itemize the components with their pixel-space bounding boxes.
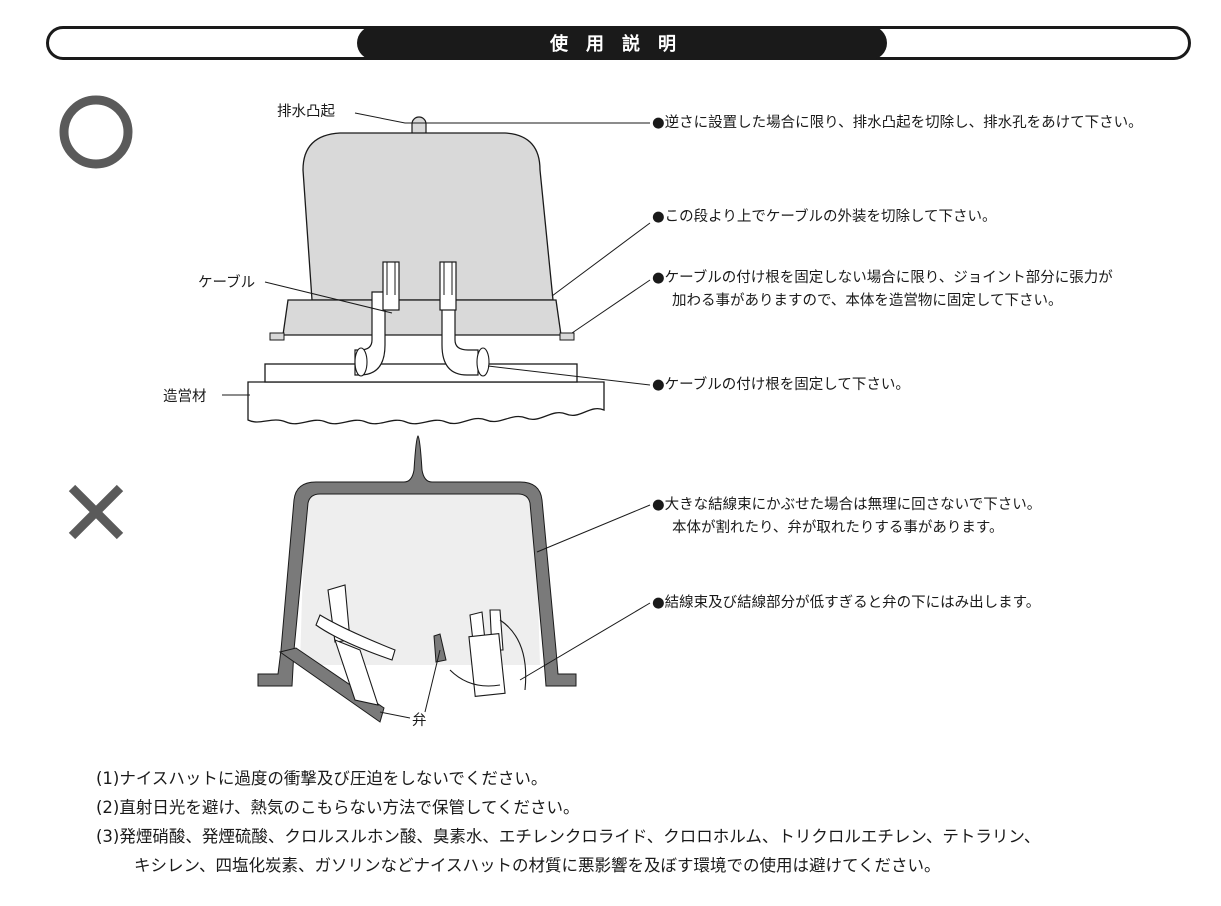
- leader-valve-b: [424, 649, 441, 713]
- leader-low-bundle: [519, 602, 651, 681]
- note-1: (1)ナイスハットに過度の衝撃及び圧迫をしないでください。: [96, 769, 548, 788]
- leader-drain: [354, 112, 650, 124]
- cap-lower: [282, 299, 562, 336]
- structure-board: [247, 381, 605, 425]
- annotation-sheath-cut: ●この段より上でケーブルの外装を切除して下さい。: [652, 209, 997, 225]
- incorrect-symbol: [68, 484, 124, 540]
- label-valve: 弁: [412, 713, 427, 729]
- leader-cable: [264, 281, 393, 314]
- base-plate: [264, 363, 578, 383]
- cable-right-top: [439, 261, 457, 311]
- label-structure: 造営材: [163, 389, 207, 405]
- valve-flap: [278, 647, 385, 723]
- correct-diagram: [222, 112, 651, 425]
- cable-right: [441, 291, 479, 376]
- note-2: (2)直射日光を避け、熱気のこもらない方法で保管してください。: [96, 798, 580, 817]
- incorrect-diagram: [257, 435, 651, 723]
- label-drain-bump: 排水凸起: [277, 104, 335, 120]
- correct-symbol: [59, 95, 133, 169]
- page-title: 使用説明: [357, 26, 887, 60]
- leader-step: [551, 222, 651, 297]
- annotation-drain: ●逆さに設置した場合に限り、排水凸起を切除し、排水孔をあけて下さい。: [652, 115, 1143, 131]
- label-cable: ケーブル: [198, 275, 256, 291]
- leader-valve-a: [379, 711, 411, 719]
- cap-tab-right: [559, 332, 575, 341]
- usage-notes: (1)ナイスハットに過度の衝撃及び圧迫をしないでください。 (2)直射日光を避け…: [96, 764, 1196, 880]
- note-3: (3)発煙硝酸、発煙硫酸、クロルスルホン酸、臭素水、エチレンクロライド、クロロホ…: [96, 827, 1041, 846]
- hat-outline: [257, 435, 577, 687]
- leader-tab: [571, 279, 651, 334]
- annotation-low-bundle: ●結線束及び結線部分が低すぎると弁の下にはみ出します。: [652, 595, 1041, 611]
- valve-inner: [433, 633, 447, 663]
- cap-tab-left: [269, 332, 285, 341]
- annotation-tension: ●ケーブルの付け根を固定しない場合に限り、ジョイント部分に張力が 加わる事があり…: [652, 270, 1113, 309]
- leader-root: [487, 365, 651, 386]
- cable-left-top: [382, 261, 400, 311]
- annotation-fix-root: ●ケーブルの付け根を固定して下さい。: [652, 377, 910, 393]
- leader-big-bundle: [536, 504, 651, 553]
- note-3-continued: キシレン、四塩化炭素、ガソリンなどナイスハットの材質に悪影響を及ぼす環境での使用…: [134, 856, 941, 875]
- cap-upper: [302, 132, 554, 301]
- annotation-large-bundle: ●大きな結線束にかぶせた場合は無理に回さないで下さい。 本体が割れたり、弁が取れ…: [652, 497, 1042, 536]
